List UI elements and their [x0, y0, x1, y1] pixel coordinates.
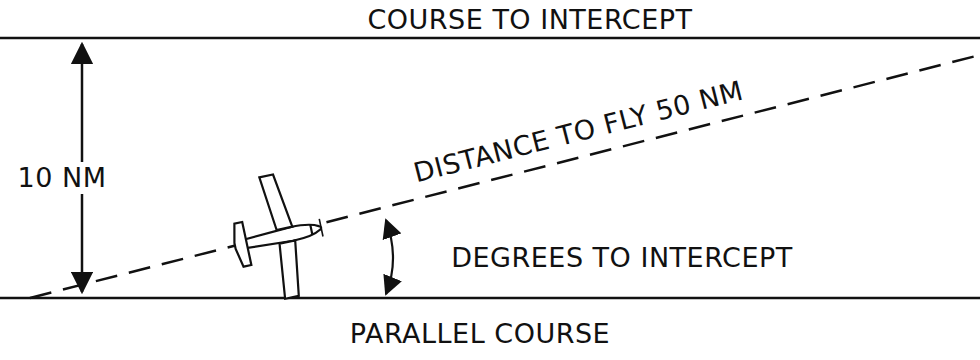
angle-arrow — [386, 220, 393, 294]
parallel-course-label: PARALLEL COURSE — [350, 318, 610, 349]
dimension-label: 10 NM — [14, 162, 111, 193]
angle-label: DEGREES TO INTERCEPT — [451, 242, 793, 273]
course-line — [0, 37, 980, 40]
intercept-path — [30, 55, 980, 298]
course-label: COURSE TO INTERCEPT — [367, 4, 692, 35]
parallel-course-line — [0, 297, 980, 300]
path-label: DISTANCE TO FLY 50 NM — [410, 75, 746, 189]
airplane — [222, 167, 334, 307]
